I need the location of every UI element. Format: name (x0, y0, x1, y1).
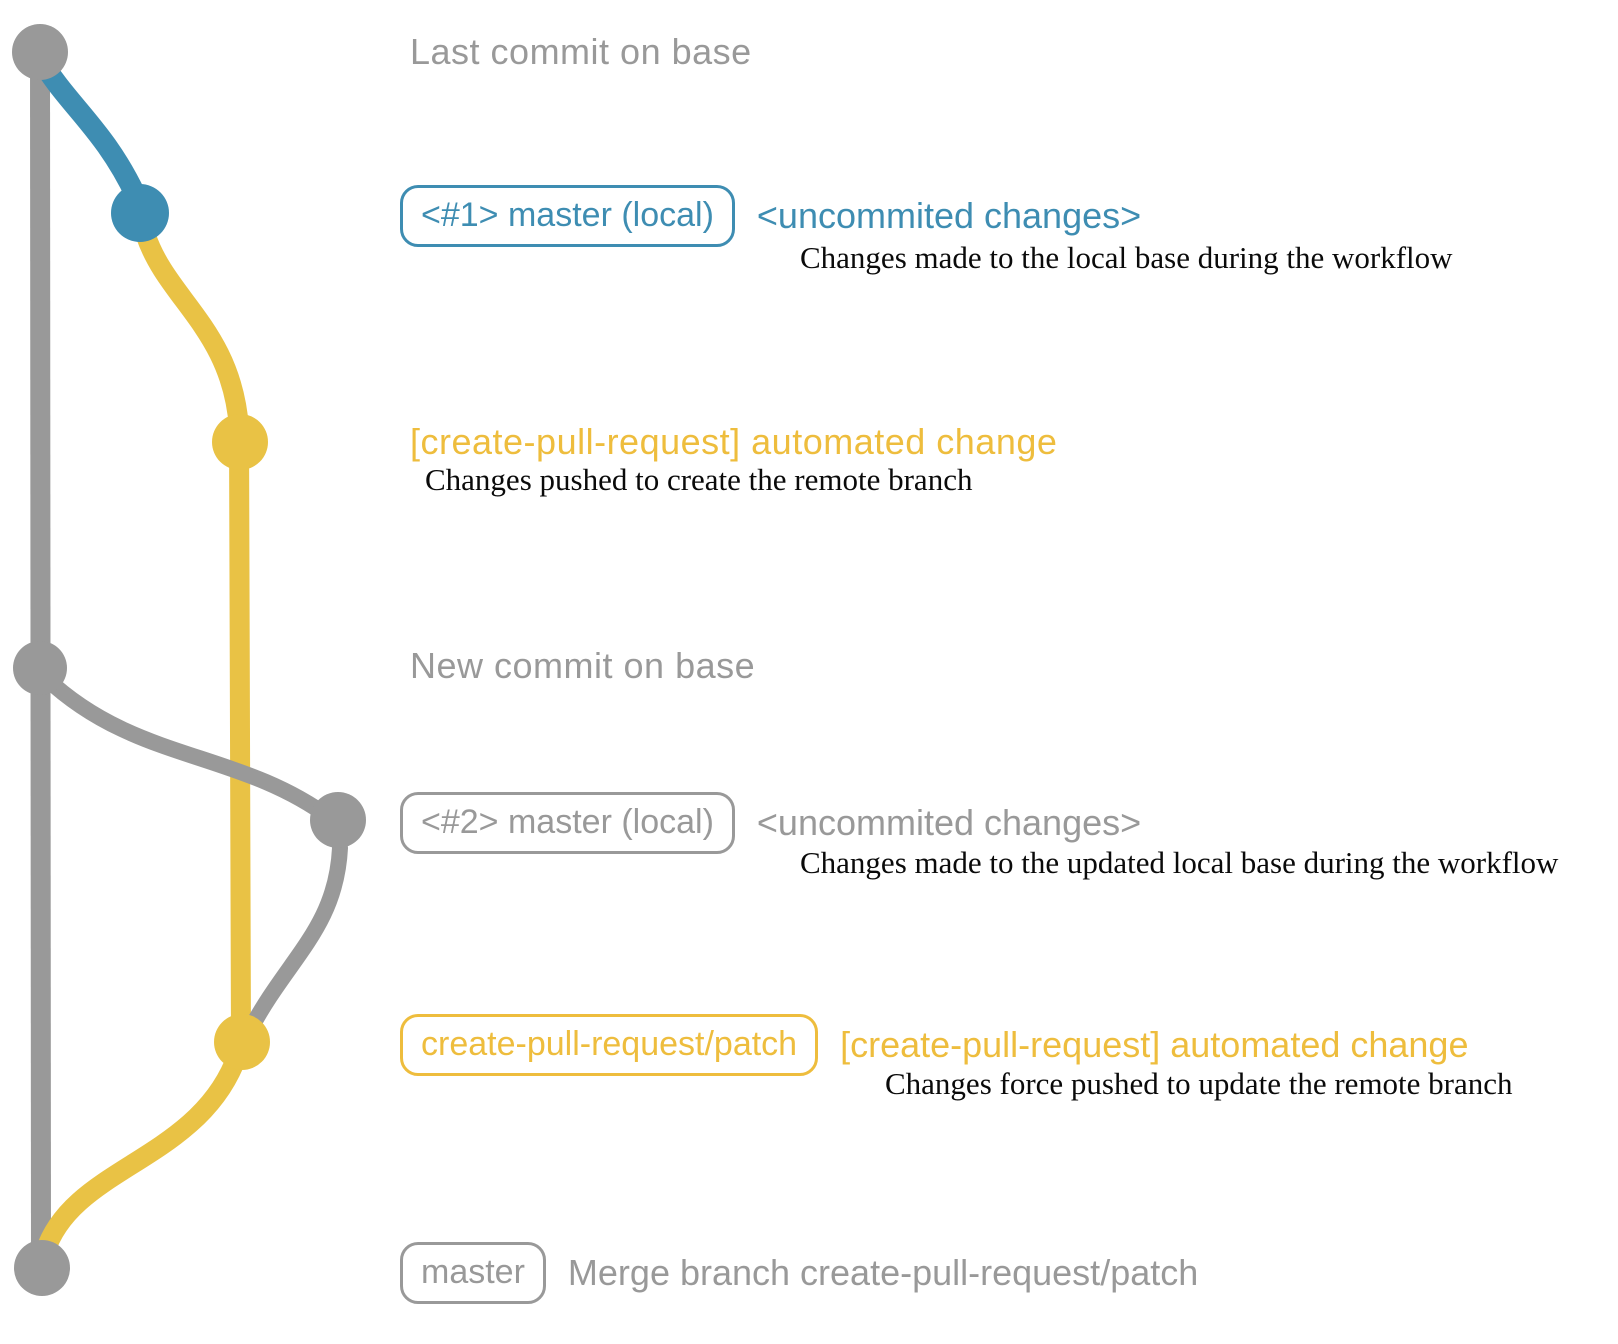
branch-badge-master-local-1: <#1> master (local) (400, 185, 735, 247)
commit-description-3: Changes made to the updated local base d… (800, 845, 1559, 880)
merge-commit-message: Merge branch create-pull-request/patch (567, 1252, 1199, 1293)
commit-dot-local-commit-2 (310, 792, 366, 848)
local-master-2-force-push-path (242, 840, 348, 1038)
automated-change-commit-message-2: [create-pull-request] automated change (840, 1024, 1469, 1065)
new-commit-on-base-label: New commit on base (410, 645, 756, 686)
git-graph (12, 24, 366, 1296)
commit-dot-base-new-commit (13, 641, 67, 695)
patch-merge-path (35, 1054, 244, 1262)
commit-dots (12, 24, 366, 1296)
commit-dot-patch-commit-1 (212, 414, 268, 470)
commit-description-1: Changes made to the local base during th… (800, 240, 1453, 275)
commit-dot-local-commit-1 (111, 184, 169, 242)
branch-badge-master: master (400, 1242, 546, 1304)
uncommited-changes-tag-1: <uncommited changes> (756, 195, 1142, 236)
automated-change-commit-message-1: [create-pull-request] automated change (410, 421, 1058, 462)
local-master-2-branch-path (38, 670, 338, 826)
commit-dot-base-last-commit (12, 24, 68, 80)
commit-description-4: Changes force pushed to update the remot… (885, 1066, 1513, 1101)
commit-description-2: Changes pushed to create the remote bran… (425, 462, 973, 497)
patch-branch-line (136, 226, 251, 1052)
commit-dot-patch-commit-2-force (214, 1014, 270, 1070)
last-commit-on-base-label: Last commit on base (410, 31, 752, 72)
commit-dot-base-merge-commit (14, 1240, 70, 1296)
local-master-1-branch-path (29, 47, 147, 207)
branch-badge-master-local-2: <#2> master (local) (400, 792, 735, 854)
uncommited-changes-tag-2: <uncommited changes> (756, 802, 1142, 843)
branch-badge-create-pull-request-patch: create-pull-request/patch (400, 1014, 819, 1076)
